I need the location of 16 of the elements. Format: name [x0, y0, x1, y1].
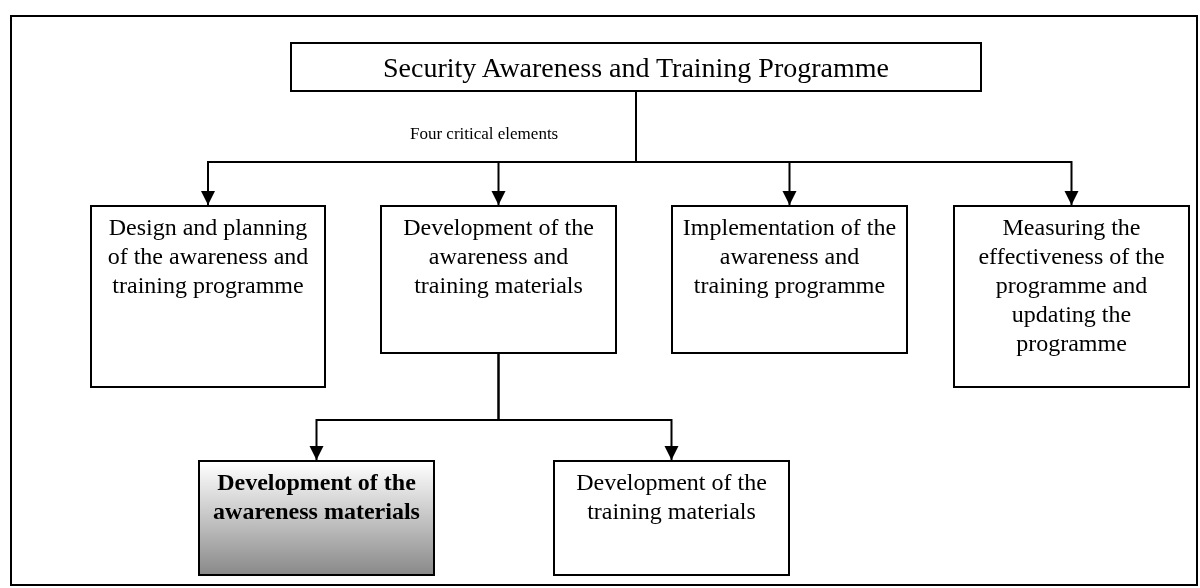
process-box [90, 205, 326, 388]
arrow [497, 353, 679, 461]
box-text: Design and planning of the awareness and training programme [106, 213, 310, 300]
box-text: Security Awareness and Training Programme [383, 52, 889, 82]
box-text: Development of the awareness and training materials [402, 213, 595, 300]
process-box [553, 460, 790, 576]
box-text: Implementation of the awareness and training programme [681, 213, 898, 300]
process-box [953, 205, 1190, 388]
process-box [671, 205, 908, 354]
title-box [290, 42, 982, 92]
note-label: Four critical elements [410, 124, 559, 144]
process-box [380, 205, 617, 354]
box-text: Measuring the effectiveness of the programme and updating the programme [977, 213, 1166, 358]
process-box [198, 460, 435, 576]
box-text: Development of the training materials [575, 468, 768, 526]
box-text: Development of the awareness materials [212, 468, 421, 526]
